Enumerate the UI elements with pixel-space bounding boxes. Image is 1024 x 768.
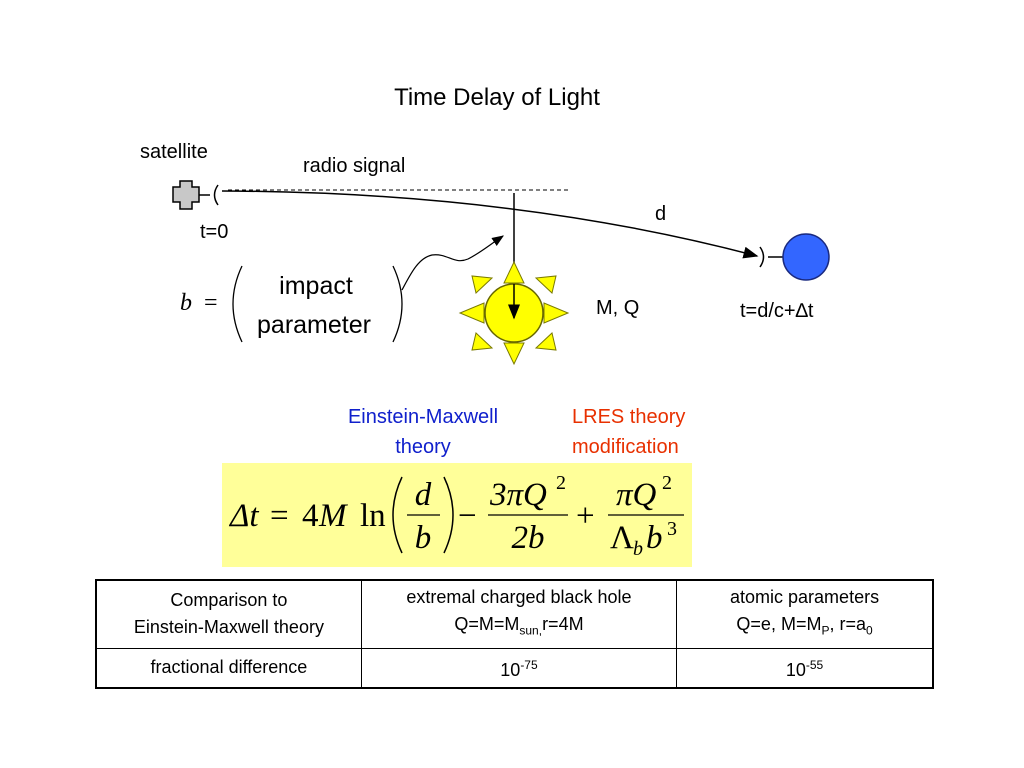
eq-frac3-num-exp: 2 bbox=[662, 472, 672, 494]
table-cell-black-hole-value: 10-75 bbox=[360, 647, 678, 689]
page-title: Time Delay of Light bbox=[394, 84, 600, 111]
table-row: Comparison to Einstein-Maxwell theory ex… bbox=[95, 579, 934, 649]
time-delay-diagram: satellite radio signal t=0 d M, Q t=d/c+… bbox=[140, 141, 830, 366]
eq-frac1-den: b bbox=[415, 520, 432, 556]
eq-plus: + bbox=[576, 498, 595, 534]
eq-ln: ln bbox=[360, 498, 386, 534]
eq-frac3-den-lambda: Λ bbox=[610, 520, 634, 556]
eq-mass: M bbox=[318, 498, 348, 534]
table-header-black-hole: extremal charged black hole Q=M=Msun,r=4… bbox=[360, 579, 678, 649]
emission-wave bbox=[213, 184, 219, 206]
radio-signal-path bbox=[221, 190, 759, 259]
time-delay-equation: Δt = 4 M ln d b − 3πQ 2 2b + πQ 2 Λ b b … bbox=[228, 472, 684, 560]
impact-line1: impact bbox=[279, 272, 353, 300]
distance-label: d bbox=[655, 203, 666, 225]
lres-label: LRES theory modification bbox=[572, 406, 686, 458]
impact-line2: parameter bbox=[257, 311, 371, 339]
eq-minus: − bbox=[458, 498, 477, 534]
impact-pointer-line bbox=[401, 235, 504, 291]
table-header-atomic: atomic parameters Q=e, M=MP, r=a0 bbox=[676, 579, 934, 649]
satellite-icon bbox=[172, 180, 210, 210]
comparison-table: Comparison to Einstein-Maxwell theory ex… bbox=[95, 579, 934, 689]
eq-frac2-num-exp: 2 bbox=[556, 472, 566, 494]
eq-frac3-den-sub: b bbox=[633, 538, 643, 560]
table-cell-label: fractional difference bbox=[95, 647, 362, 689]
eq-frac2-den: 2b bbox=[512, 520, 545, 556]
impact-left-paren bbox=[232, 265, 243, 343]
arrival-time-label: t=d/c+∆t bbox=[740, 300, 814, 322]
eq-frac3-num: πQ bbox=[616, 477, 657, 513]
reception-wave bbox=[759, 246, 765, 268]
table-row: fractional difference 10-75 10-55 bbox=[95, 647, 934, 689]
mass-charge-label: M, Q bbox=[596, 297, 639, 319]
eq-frac3-den-b: b bbox=[646, 520, 663, 556]
impact-b-symbol: b bbox=[180, 290, 192, 316]
satellite-label: satellite bbox=[140, 141, 208, 163]
t0-label: t=0 bbox=[200, 221, 228, 243]
planet-icon bbox=[782, 233, 830, 281]
eq-equals: = bbox=[270, 498, 289, 534]
eq-frac3-den-exp: 3 bbox=[667, 518, 677, 540]
eq-coef: 4 bbox=[302, 498, 319, 534]
impact-equals: = bbox=[204, 290, 218, 316]
eq-lhs: Δt bbox=[228, 498, 259, 534]
eq-frac1-num: d bbox=[415, 477, 432, 513]
table-cell-atomic-value: 10-55 bbox=[676, 647, 934, 689]
einstein-maxwell-label: Einstein-Maxwell theory bbox=[347, 406, 499, 458]
eq-frac2-num: 3πQ bbox=[489, 477, 547, 513]
table-header-comparison: Comparison to Einstein-Maxwell theory bbox=[95, 579, 362, 649]
radio-signal-label: radio signal bbox=[303, 155, 405, 177]
impact-right-paren bbox=[392, 265, 403, 343]
